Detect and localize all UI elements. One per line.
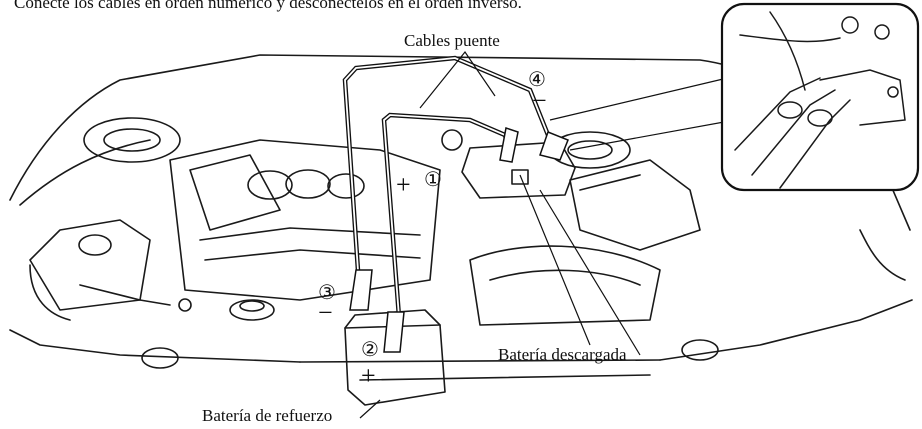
negative-marker-booster: − <box>318 298 333 327</box>
discharged-label-pointer <box>519 174 591 346</box>
booster-battery-box <box>344 309 446 406</box>
jumper-cables-label: Cables puente <box>404 31 500 50</box>
booster-battery-label: Batería de refuerzo <box>202 406 333 425</box>
radiator-cap <box>229 299 275 321</box>
clamp-step-1 <box>499 127 519 163</box>
booster-label-pointer <box>359 399 381 419</box>
step-2-marker: ② <box>361 339 379 361</box>
instruction-caption: Conecte los cables en orden numérico y d… <box>14 0 522 12</box>
negative-marker-discharged: − <box>532 86 547 115</box>
fuse-box <box>569 159 701 251</box>
discharged-battery-label: Batería descargada <box>498 345 627 364</box>
left-strut-tower <box>83 117 181 163</box>
inset-pointer <box>549 74 741 121</box>
air-intake <box>469 245 661 326</box>
air-box <box>29 219 151 311</box>
clamp-step-2 <box>383 311 405 353</box>
negative-jumper-cable <box>342 55 553 303</box>
clamp-step-4 <box>539 131 569 161</box>
step-3-marker: ③ <box>318 282 336 304</box>
connection-detail-inset <box>720 2 920 192</box>
engine-cover <box>169 139 441 301</box>
clamp-step-3 <box>349 269 373 311</box>
positive-marker-booster: + <box>361 361 376 390</box>
jumper-label-pointer <box>419 50 496 109</box>
step-1-marker: ① <box>424 169 442 191</box>
positive-marker-discharged: + <box>396 170 411 199</box>
step-4-marker: ④ <box>528 69 546 91</box>
